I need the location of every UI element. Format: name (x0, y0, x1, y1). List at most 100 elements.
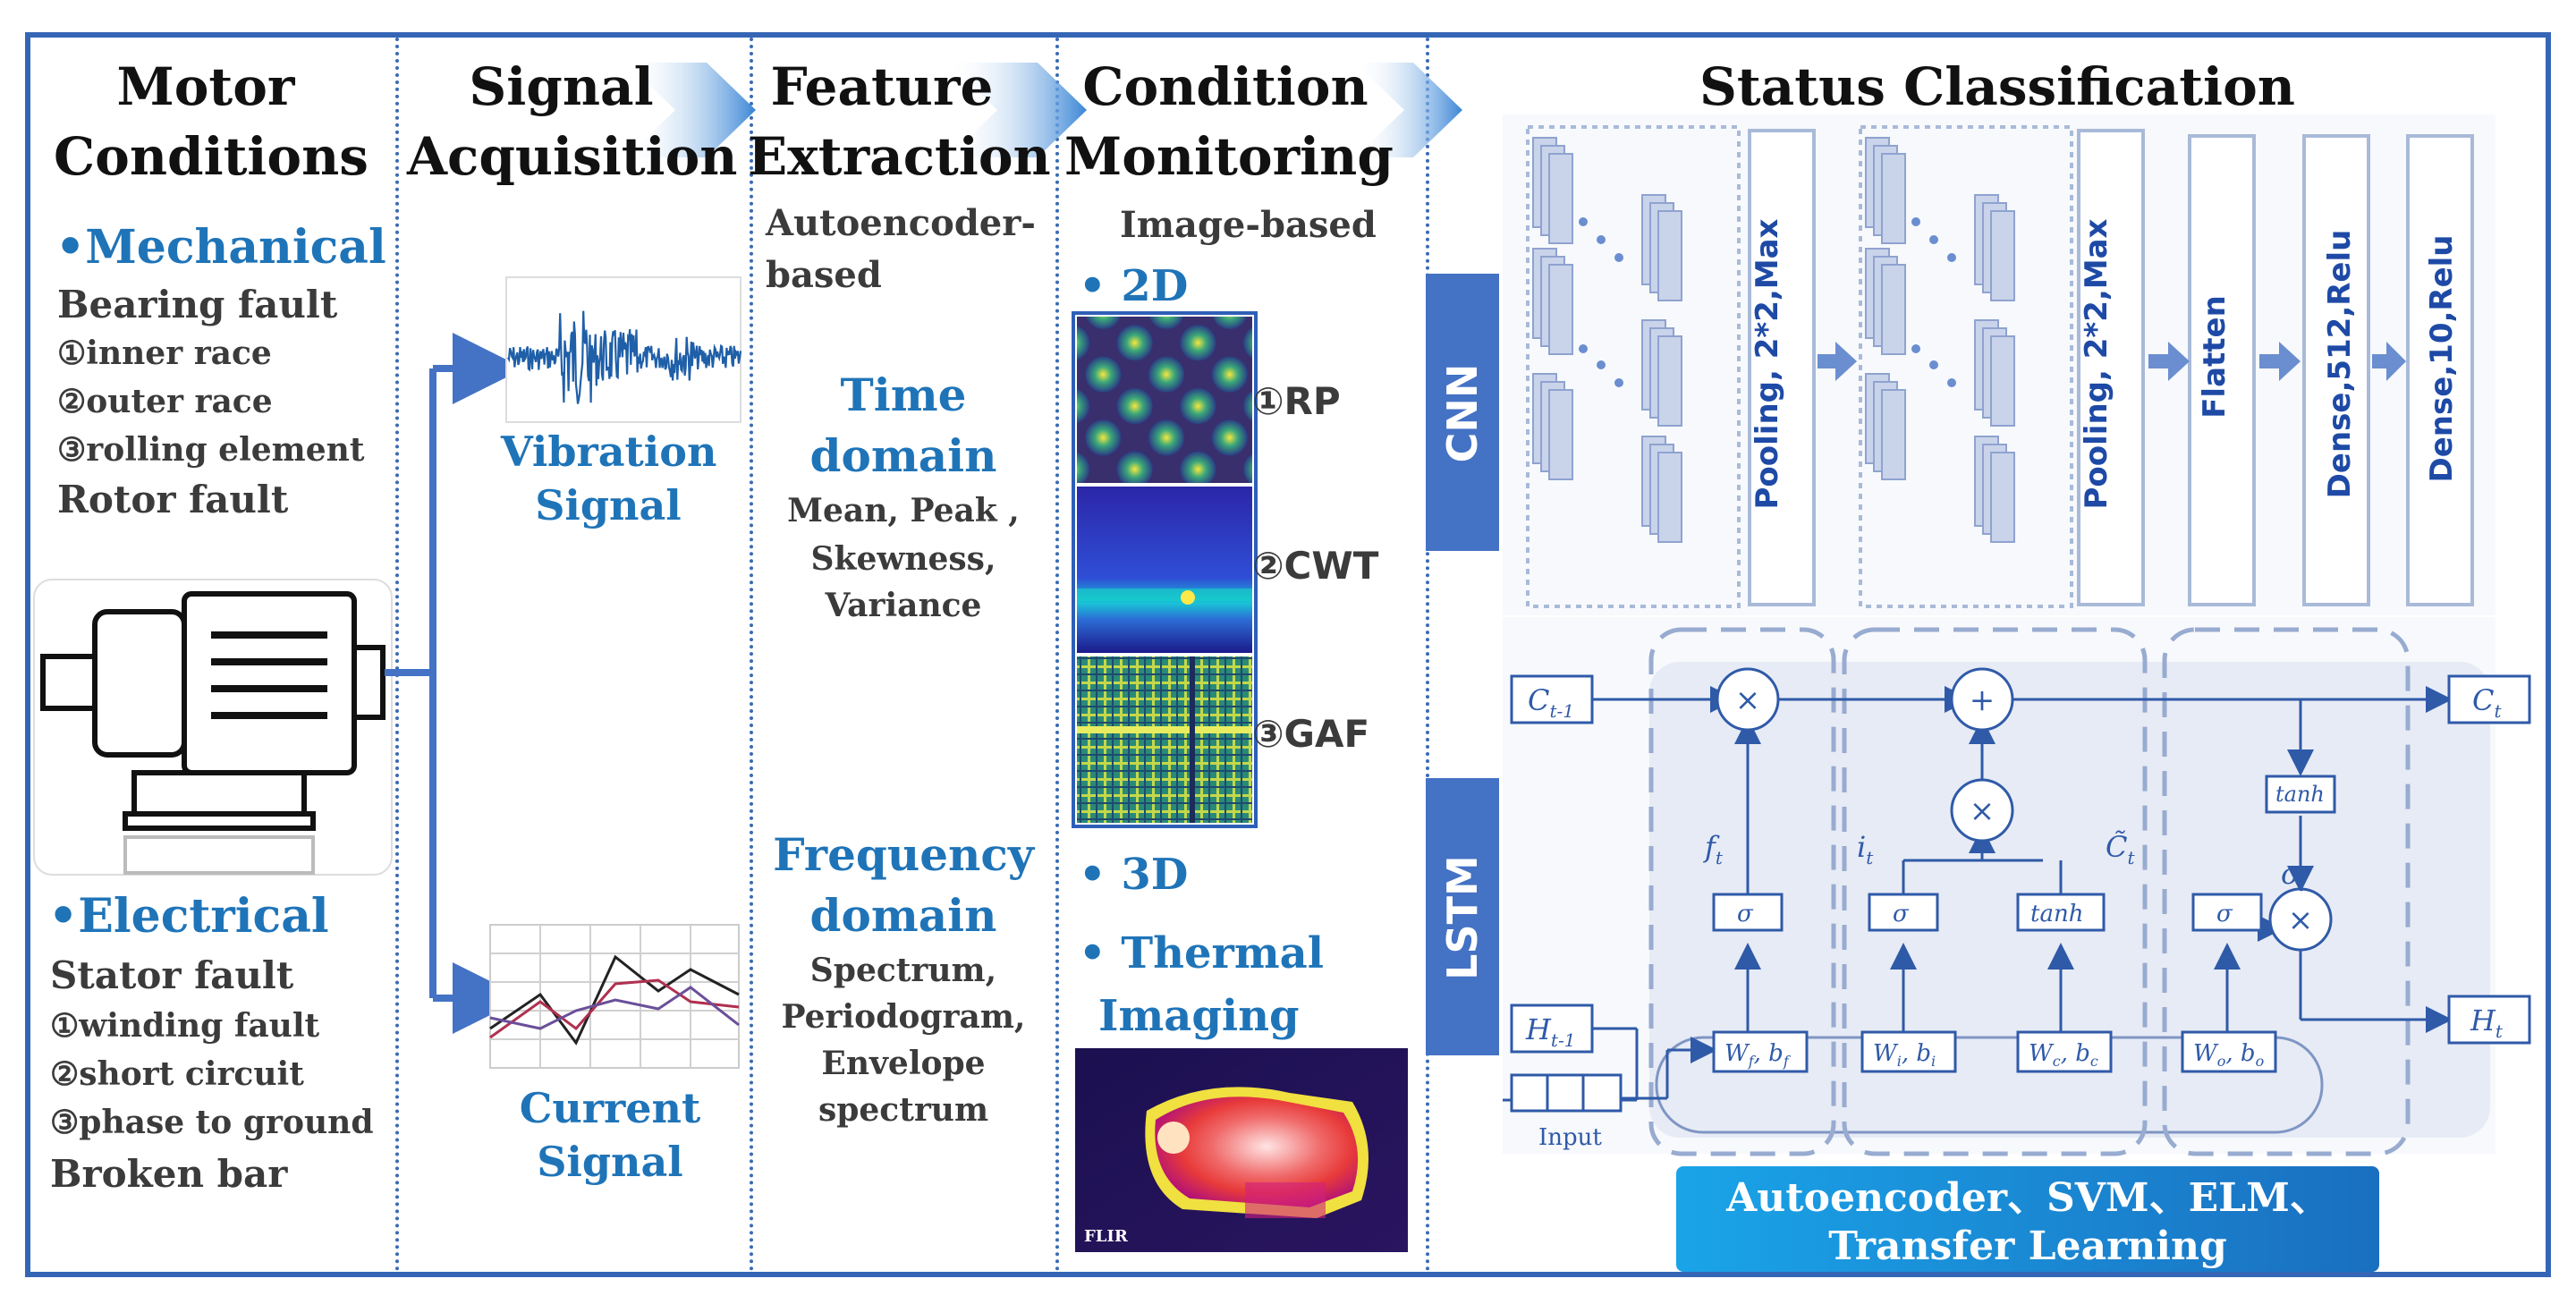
lstm-input-label: Input (1538, 1124, 1602, 1151)
autoencoder-2: based (766, 254, 882, 296)
heading-feature: Feature Extraction (748, 56, 1051, 187)
cnn-feature-maps-2 (1865, 137, 2015, 543)
elec-item-1: ①winding fault (50, 1007, 320, 1045)
lstm-ct: C̃t (2106, 830, 2135, 868)
time-item-3: Variance (825, 587, 982, 624)
freq-item-4: spectrum (818, 1091, 989, 1129)
rp-image (1077, 317, 1252, 483)
gaf-image (1077, 656, 1252, 823)
cnn-arrows (1818, 342, 2406, 381)
heading-monitor: Condition Monitoring (1064, 56, 1394, 187)
label-rp: ①RP (1252, 379, 1341, 423)
cnn-dense2-box (2406, 134, 2474, 606)
cnn-feature-maps-1 (1532, 137, 1682, 543)
heading-status: Status Classification (1699, 56, 2295, 117)
methods-line-1: Autoencoder、SVM、ELM、 (1725, 1175, 2329, 1221)
lstm-diagram: Ct-1 Ct Ht-1 Ht ft it C̃t ot Wf, bf Wi, … (1503, 617, 2531, 1156)
divider-2 (750, 38, 753, 1272)
vibration-label-1: Vibration (501, 428, 717, 476)
lstm-label: LSTM (1438, 855, 1487, 980)
cnn-dense1-box (2302, 134, 2370, 606)
current-label-1: Current (519, 1084, 701, 1132)
lstm-add: + (1970, 682, 1996, 718)
cnn-tab (1426, 274, 1499, 551)
cnn-layer-pool-2: Pooling, 2*2,Max (2079, 218, 2114, 510)
electrical-heading: •Electrical (48, 889, 329, 944)
lstm-wf: Wf, bf (1724, 1040, 1792, 1070)
lstm-ot: ot (2281, 857, 2306, 895)
label-gaf: ③GAF (1252, 712, 1370, 756)
mechanical-heading: •Mechanical (55, 220, 386, 275)
lstm-tab (1426, 778, 1499, 1055)
divider-3 (1055, 38, 1059, 1272)
lstm-sigma-f: σ (1737, 901, 1754, 927)
time-domain-2: domain (809, 429, 997, 482)
time-domain-1: Time (840, 368, 967, 421)
arrow-signal (626, 63, 756, 157)
bearing-fault: Bearing fault (57, 283, 338, 326)
cnn-layer-dense-1: Dense,512,Relu (2322, 229, 2358, 499)
vibration-plot (505, 276, 742, 423)
cnn-pool-2-box (2077, 129, 2145, 606)
lstm-wi: Wi, bi (1873, 1040, 1936, 1070)
autoencoder-1: Autoencoder- (766, 202, 1036, 244)
arrow-feature (948, 63, 1087, 157)
cnn-layer-flatten: Flatten (2197, 295, 2233, 419)
lstm-wc: Wc, bc (2029, 1040, 2098, 1070)
divider-1 (395, 38, 399, 1272)
lstm-h-in: Ht-1 (1525, 1012, 1575, 1051)
lstm-c-in: Ct-1 (1528, 683, 1574, 722)
heading-signal: Signal Acquisition (407, 56, 738, 187)
flir-logo: FLIR (1084, 1227, 1129, 1246)
label-3d: • 3D (1079, 850, 1189, 900)
broken-bar: Broken bar (50, 1152, 288, 1196)
lstm-it: it (1857, 830, 1874, 868)
cnn-pool-1-box (1748, 129, 1816, 606)
lstm-mul-i: × (1970, 793, 1996, 829)
monitor-images (1072, 311, 1258, 828)
time-item-1: Mean, Peak , (787, 492, 1020, 529)
cwt-image (1077, 487, 1252, 653)
lstm-tanh-out: tanh (2275, 782, 2325, 807)
motor-to-signal-arrows (385, 333, 524, 1034)
image-based: Image-based (1120, 204, 1377, 246)
divider-4 (1426, 38, 1429, 1272)
freq-domain-2: domain (809, 889, 997, 942)
current-plot (489, 924, 740, 1069)
lstm-sigma-i: σ (1893, 901, 1910, 927)
freq-item-2: Periodogram, (781, 998, 1026, 1036)
label-2d: • 2D (1079, 261, 1189, 311)
rotor-fault: Rotor fault (57, 478, 289, 521)
cnn-layer-pool-1: Pooling, 2*2,Max (1750, 218, 1785, 510)
stator-fault: Stator fault (50, 953, 294, 997)
current-label-2: Signal (537, 1138, 683, 1186)
vibration-label-2: Signal (535, 481, 682, 529)
methods-line-2: Transfer Learning (1828, 1224, 2227, 1269)
thermal-image: FLIR (1075, 1048, 1408, 1252)
elec-item-3: ③phase to ground (50, 1104, 374, 1141)
lstm-mul-o: × (2288, 902, 2314, 938)
cnn-layer-dense-2: Dense,10,Relu (2424, 234, 2460, 483)
freq-domain-1: Frequency (773, 828, 1034, 881)
freq-item-1: Spectrum, (809, 952, 997, 989)
lstm-c-out: Ct (2472, 683, 2502, 722)
lstm-mul-f: × (1735, 682, 1761, 718)
label-cwt: ②CWT (1252, 544, 1379, 588)
mech-item-2: ②outer race (57, 383, 273, 420)
outer-frame (25, 32, 2551, 1277)
lstm-sigma-o: σ (2216, 901, 2233, 927)
freq-item-3: Envelope (821, 1045, 986, 1082)
mech-item-1: ①inner race (57, 334, 272, 372)
label-thermal-1: • Thermal (1079, 928, 1324, 978)
elec-item-2: ②short circuit (50, 1055, 304, 1093)
heading-motor: Motor Conditions (54, 56, 369, 187)
cnn-diagram (1503, 114, 2496, 615)
label-thermal-2: Imaging (1098, 991, 1300, 1041)
arrow-monitor (1355, 63, 1462, 157)
lstm-wo: Wo, bo (2193, 1040, 2264, 1070)
cnn-label: CNN (1438, 363, 1487, 463)
mech-item-3: ③rolling element (57, 431, 365, 469)
cnn-flatten-box (2188, 134, 2256, 606)
